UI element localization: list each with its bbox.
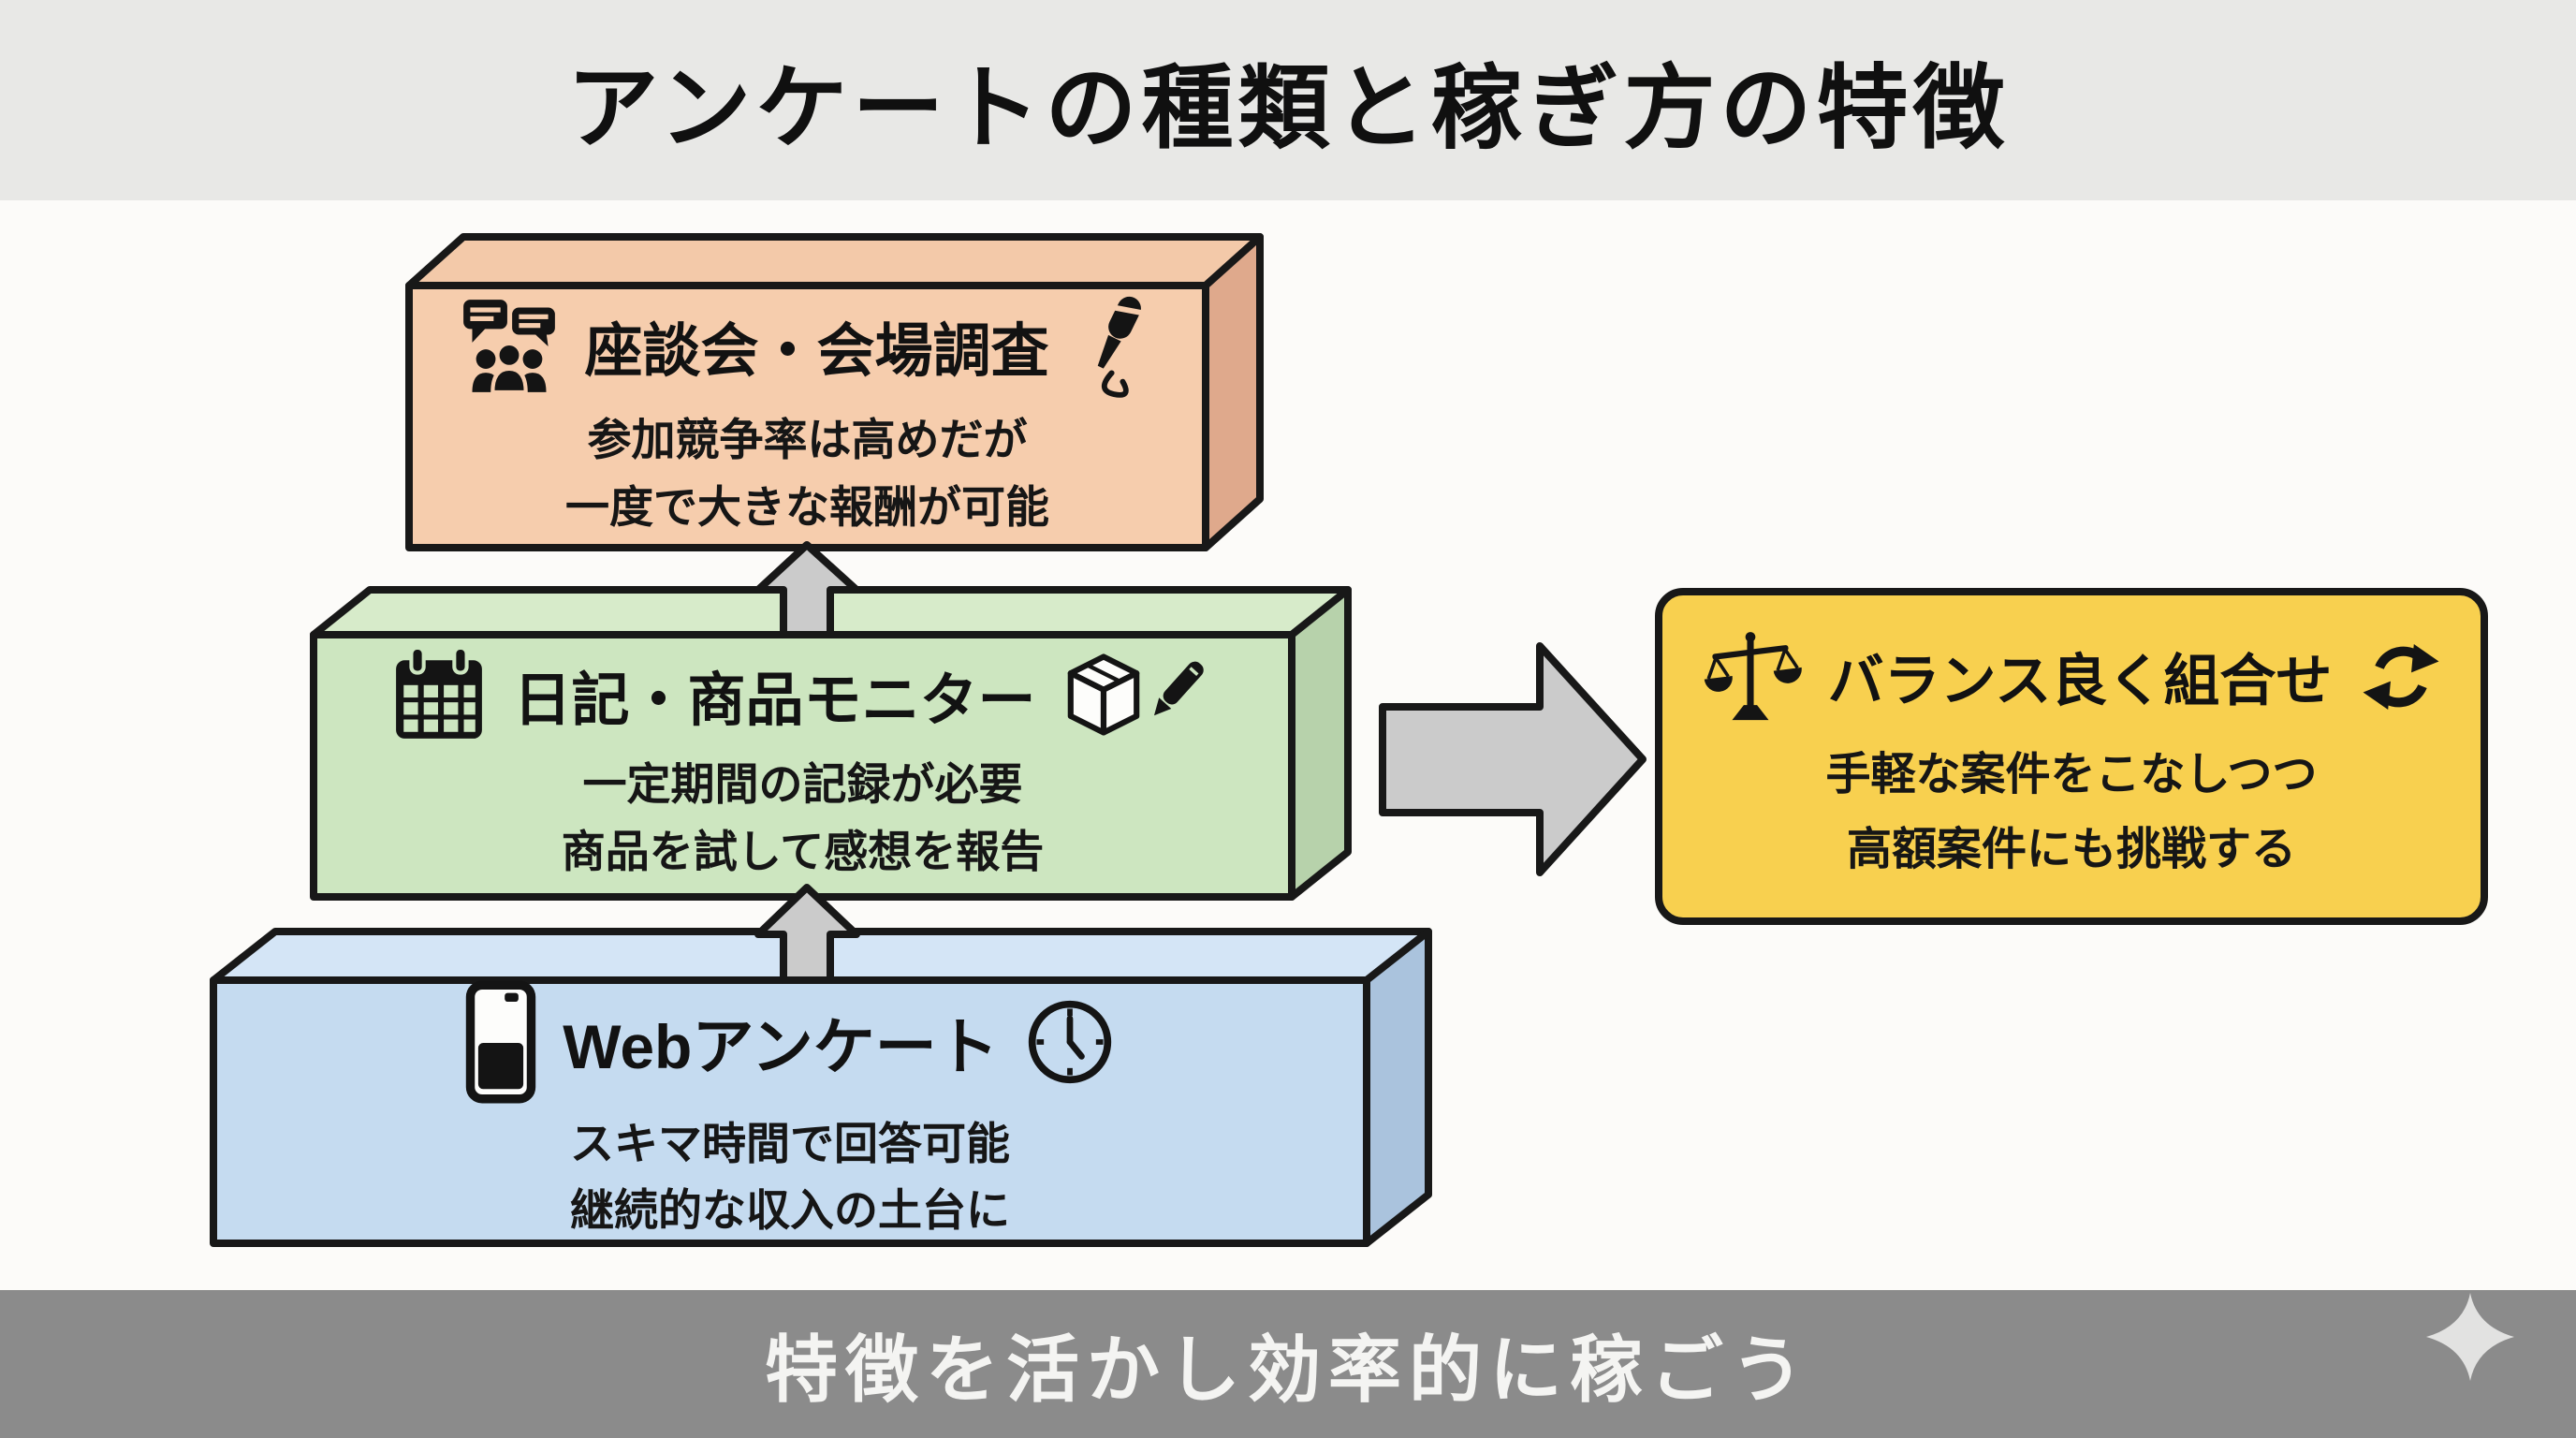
web-box-3d-faces	[210, 928, 1432, 1247]
header-band: アンケートの種類と稼ぎ方の特徴	[0, 0, 2576, 200]
monitor-title: 日記・商品モニター	[513, 668, 1036, 733]
venue-title: 座談会・会場調査	[584, 318, 1049, 384]
footer-message: 特徴を活かし効率的に稼ごう	[764, 1328, 1811, 1411]
footer-bar: 特徴を活かし効率的に稼ごう	[0, 1290, 2576, 1438]
calendar-icon	[396, 646, 483, 739]
balance-scale-icon	[1704, 631, 1802, 720]
box-venue-survey: 座談会・会場調査 参加競争率は高めだが 一度で大きな報酬が可能	[405, 233, 1264, 551]
monitor-title-row: 日記・商品モニター	[391, 646, 1214, 742]
monitor-right-icons	[1062, 653, 1214, 736]
pen-icon	[1153, 661, 1204, 715]
group-discussion-icon	[463, 299, 556, 394]
web-title: Webアンケート	[563, 1012, 999, 1081]
result-title: バランス良く組合せ	[1827, 650, 2333, 713]
monitor-desc-line1: 一定期間の記録が必要	[582, 758, 1023, 809]
right-arrow-to-result	[1379, 642, 1647, 876]
venue-title-row: 座談会・会場調査	[461, 293, 1153, 398]
result-card-balance: バランス良く組合せ 手軽な案件をこなしつつ 高額案件にも挑戦する	[1655, 588, 2488, 925]
box-web-survey: Webアンケート スキマ時間で回答可能 継続的な収入の土台に	[210, 928, 1432, 1247]
web-desc-line2: 継続的な収入の土台に	[570, 1184, 1010, 1235]
result-title-row: バランス良く組合せ	[1699, 628, 2445, 726]
up-arrow-web-to-monitor	[754, 884, 860, 984]
monitor-desc-line2: 商品を試して感想を報告	[561, 827, 1045, 876]
smartphone-icon	[466, 980, 536, 1104]
venue-desc-line1: 参加競争率は高めだが	[587, 414, 1028, 464]
sparkle-icon	[2426, 1293, 2514, 1381]
venue-desc-line2: 一度で大きな報酬が可能	[565, 482, 1049, 532]
monitor-box-3d-faces	[310, 586, 1352, 901]
microphone-icon	[1097, 296, 1145, 398]
web-desc-line1: スキマ時間で回答可能	[570, 1119, 1010, 1168]
result-desc-line2: 高額案件にも挑戦する	[1846, 825, 2296, 874]
page-title: アンケートの種類と稼ぎ方の特徴	[566, 56, 2010, 159]
box-product-monitor: 日記・商品モニター	[310, 586, 1352, 901]
web-title-row: Webアンケート	[465, 980, 1114, 1104]
refresh-icon	[2363, 643, 2439, 710]
clock-icon	[1028, 1000, 1111, 1084]
package-icon	[1067, 653, 1139, 736]
result-desc-line1: 手軽な案件をこなしつつ	[1825, 749, 2318, 800]
up-arrow-monitor-to-venue	[754, 541, 860, 638]
